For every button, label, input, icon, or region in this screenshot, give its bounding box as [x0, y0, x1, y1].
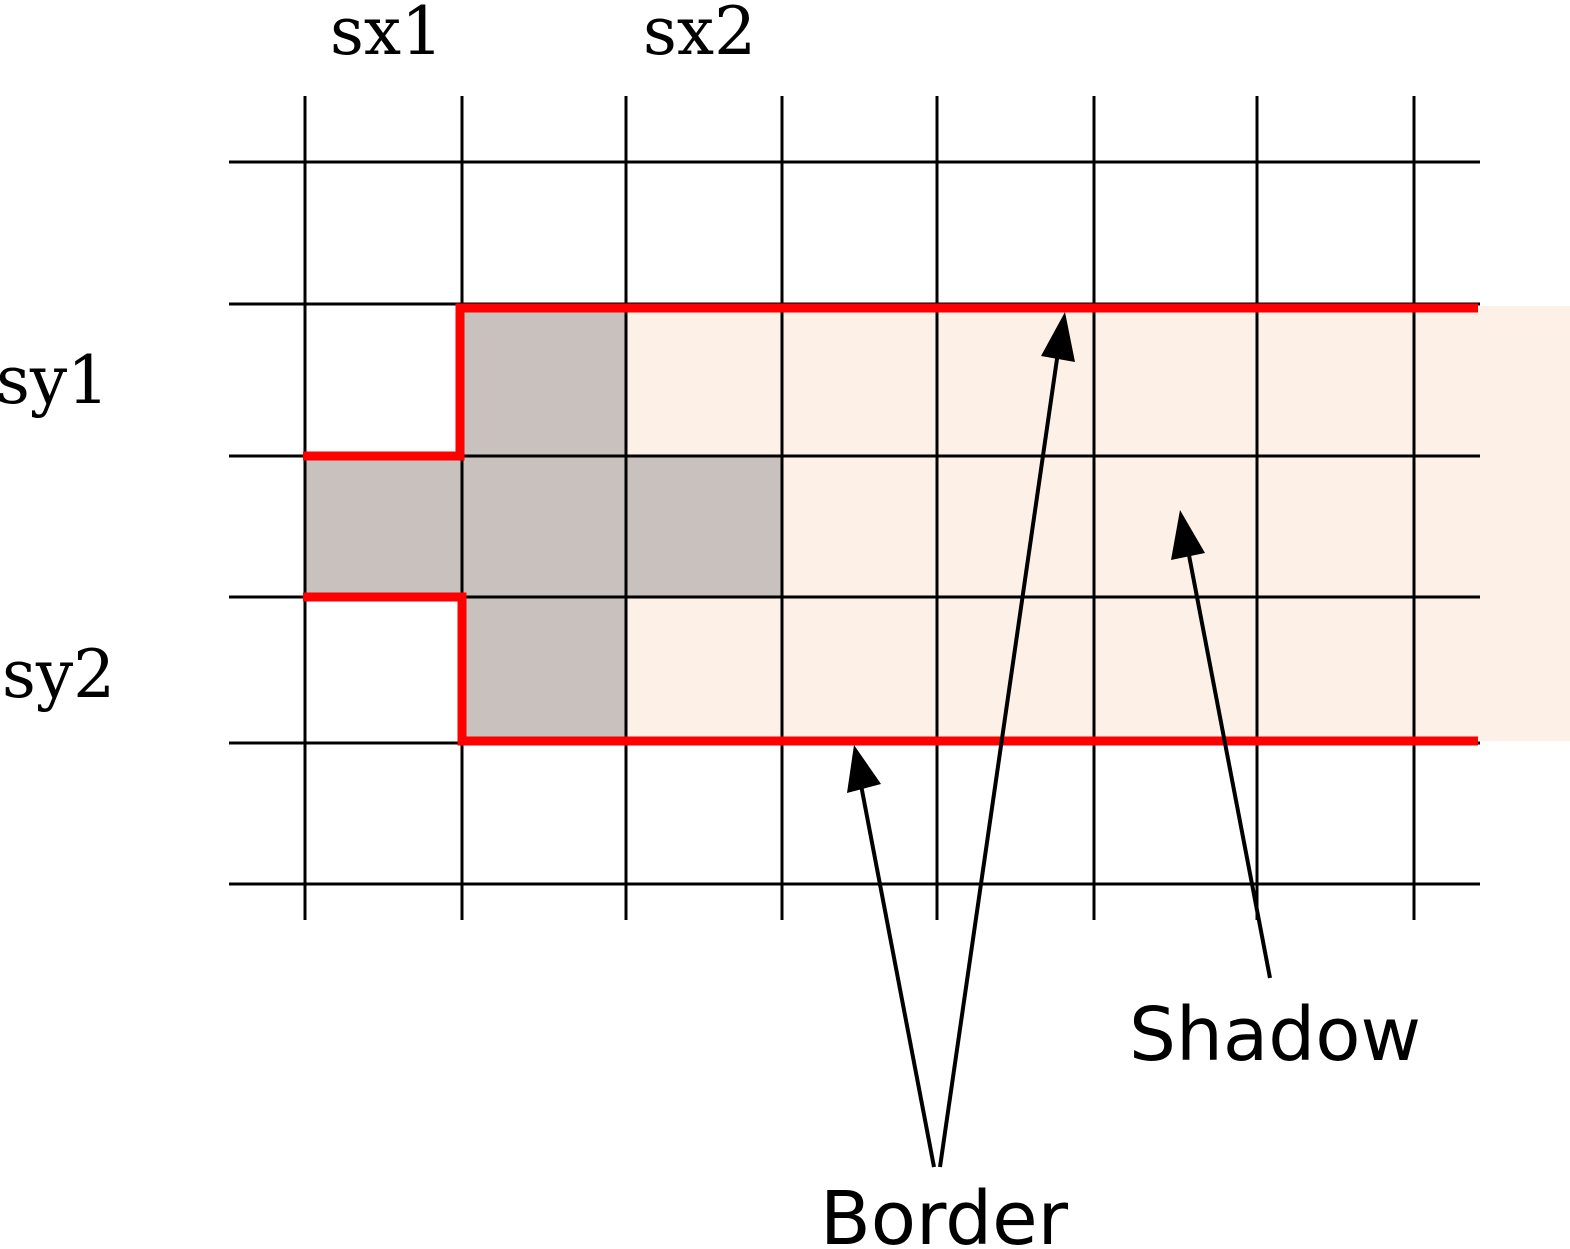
border-arrow-line-upper [938, 351, 1060, 1168]
border-arrow-line-lower [859, 784, 936, 1168]
label-sy1: sy1 [0, 342, 109, 419]
occupied-cell-middle-left [305, 456, 462, 598]
border-bottom-segment [303, 592, 1478, 746]
label-sx2: sx2 [643, 0, 756, 70]
occupied-cells [305, 306, 783, 741]
shadow-arrow-line [1186, 549, 1272, 979]
label-border: Border [820, 1176, 1069, 1249]
shadow-arrowhead-icon [1171, 510, 1205, 560]
arrowheads [847, 312, 1205, 793]
occupied-cell-top [462, 306, 626, 456]
border-top-segment [303, 303, 1478, 461]
occupied-cell-bottom [462, 598, 626, 741]
border-arrowhead-lower-icon [847, 745, 881, 793]
occupied-cell-middle-center [462, 456, 626, 598]
label-sx1: sx1 [330, 0, 443, 70]
label-sy2: sy2 [2, 636, 115, 713]
border-arrowhead-upper-icon [1041, 312, 1075, 362]
label-shadow: Shadow [1129, 992, 1421, 1078]
occupied-cell-middle-right [626, 456, 783, 598]
border-outline [303, 303, 1478, 746]
callout-arrows [859, 351, 1272, 1168]
